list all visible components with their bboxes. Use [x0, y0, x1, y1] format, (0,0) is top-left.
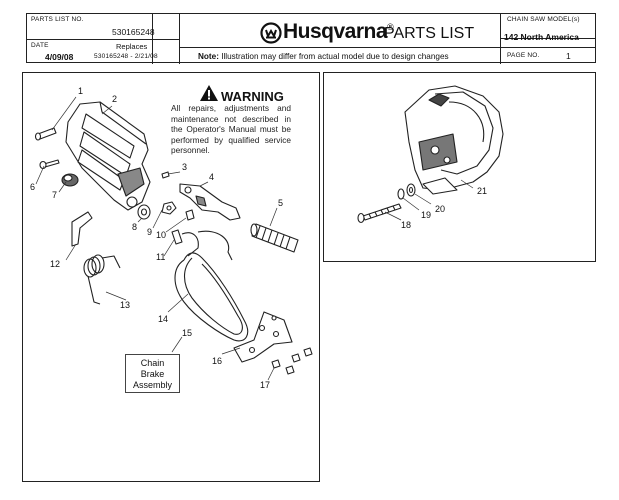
- callout-12: 12: [50, 259, 60, 269]
- part-torsion-spring: [83, 254, 121, 305]
- part-knob: [61, 173, 79, 187]
- divider: [500, 14, 501, 64]
- parts-list-no-label: PARTS LIST NO.: [31, 16, 84, 23]
- page-number: 1: [566, 51, 571, 61]
- part-brake-handle: [65, 101, 151, 211]
- part-pin: [34, 127, 57, 141]
- note-label: Note:: [198, 52, 219, 61]
- part-roll-pin: [171, 229, 183, 245]
- assembly-line-3: Assembly: [132, 380, 172, 390]
- callout-18: 18: [401, 220, 411, 230]
- part-nut: [161, 201, 177, 215]
- part-small-pin: [161, 171, 170, 179]
- part-bolt: [357, 203, 402, 224]
- brand-logo: Husqvarna®: [283, 20, 394, 44]
- assembly-line-1: Chain: [140, 358, 165, 368]
- note-text: Illustration may differ from actual mode…: [221, 52, 449, 61]
- part-brake-band: [174, 230, 249, 342]
- warning-text: All repairs, adjustments and maintenance…: [171, 103, 291, 156]
- cover-exploded-view: 18 19 20 21: [357, 85, 504, 230]
- callout-17: 17: [260, 380, 270, 390]
- callout-7: 7: [52, 190, 57, 200]
- callout-21: 21: [477, 186, 487, 196]
- callout-16: 16: [212, 356, 222, 366]
- divider: [500, 38, 596, 39]
- part-lever: [179, 183, 241, 221]
- divider: [179, 47, 596, 48]
- cover-diagram-panel: [323, 72, 596, 262]
- date-label: DATE: [31, 42, 49, 49]
- chain-brake-assembly-box: Chain Brake Assembly: [125, 354, 180, 393]
- registered-mark: ®: [387, 22, 394, 32]
- model-value: 142 North America: [504, 32, 579, 42]
- part-washer-small: [397, 188, 405, 200]
- callout-1: 1: [78, 86, 83, 96]
- part-clutch-cover: [404, 85, 504, 195]
- warning-title: WARNING: [221, 89, 284, 104]
- replaces-value: 530165248 - 2/21/08: [94, 53, 158, 60]
- replaces-label: Replaces: [116, 42, 148, 51]
- callout-10: 10: [156, 230, 166, 240]
- model-label: CHAIN SAW MODEL(s): [507, 16, 580, 23]
- chain-brake-diagram-panel: [22, 72, 320, 482]
- part-plate: [233, 311, 293, 363]
- callout-5: 5: [278, 198, 283, 208]
- callout-8: 8: [132, 222, 137, 232]
- part-bracket: [71, 211, 93, 247]
- page-label: PAGE NO.: [507, 52, 540, 59]
- callout-9: 9: [147, 227, 152, 237]
- part-washer: [137, 204, 151, 220]
- callout-19: 19: [421, 210, 431, 220]
- callout-15: 15: [182, 328, 192, 338]
- callout-6: 6: [30, 182, 35, 192]
- callout-2: 2: [112, 94, 117, 104]
- brand-name: Husqvarna: [283, 20, 388, 43]
- part-screw: [39, 159, 60, 170]
- divider: [179, 14, 180, 64]
- divider: [27, 39, 179, 40]
- callout-3: 3: [182, 162, 187, 172]
- warning-triangle-icon: [200, 85, 218, 101]
- document-title: PARTS LIST: [384, 25, 475, 42]
- husqvarna-crown-icon: [260, 22, 282, 44]
- date-value: 4/09/08: [45, 52, 74, 62]
- callout-14: 14: [158, 314, 168, 324]
- part-spacer: [406, 183, 416, 197]
- parts-list-header: [26, 13, 596, 64]
- part-screws: [271, 347, 313, 375]
- chain-brake-exploded-view: 1 2 3 4 5 6 7 8 9 10 11 12 13 14 15 16 1…: [30, 86, 313, 390]
- assembly-line-2: Brake: [140, 369, 165, 379]
- callout-13: 13: [120, 300, 130, 310]
- callout-11: 11: [156, 252, 165, 262]
- parts-list-no: 530165248: [112, 27, 155, 37]
- callout-20: 20: [435, 204, 445, 214]
- callout-4: 4: [209, 172, 214, 182]
- callout-numbers: 1 2 3 4 5 6 7 8 9 10 11 12 13 14 15 16 1…: [30, 86, 283, 390]
- part-spring-pin: [185, 209, 195, 221]
- part-spring: [250, 223, 299, 253]
- callout-numbers-right: 18 19 20 21: [401, 186, 487, 230]
